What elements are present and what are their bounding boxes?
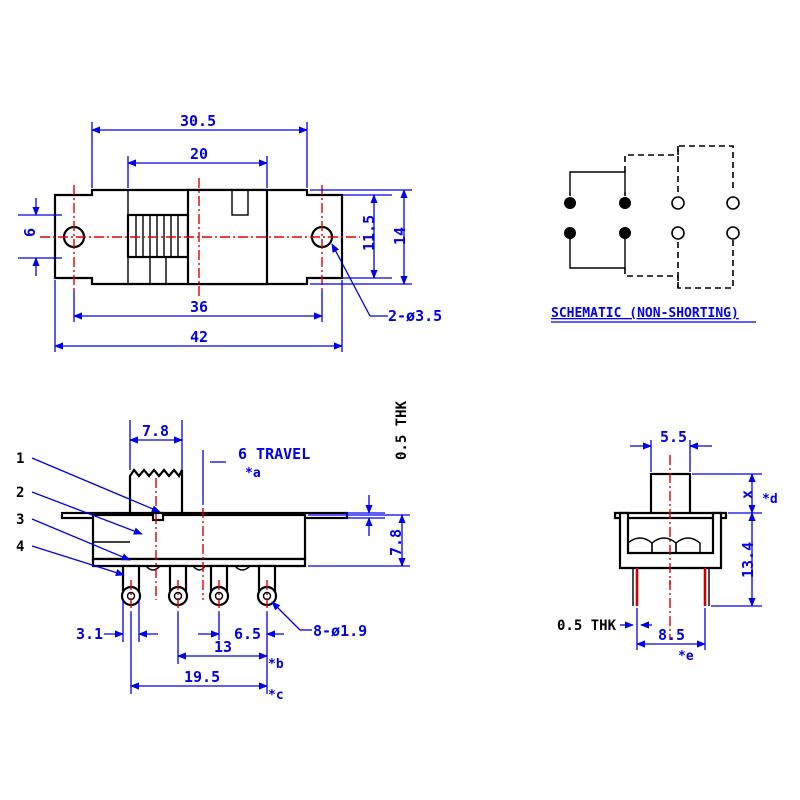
callout-4: 4 [16,539,24,555]
contact-open-3 [671,226,685,240]
end-body [618,511,723,570]
dim-pin-offset: 3.1 [76,625,103,643]
end-dim-knob-width: 5.5 [660,428,687,446]
contact-open-2 [726,196,740,210]
dim-hole-pitch: 36 [190,298,208,316]
slider-knob [126,213,190,259]
end-dim-pin-spacing: 8.5 [658,626,685,644]
contact-filled-1 [564,197,576,209]
note-e: *e [678,649,694,664]
label-mount-holes: 2-ø3.5 [388,307,442,325]
dim-knob-width: 7.8 [142,422,169,440]
dim-total-span: 19.5 [184,668,220,686]
contact-open-4 [726,226,740,240]
dim-total-length: 42 [190,328,208,346]
note-a: *a [245,466,261,481]
note-d: *d [762,492,778,507]
label-travel: 6 TRAVEL [238,445,310,463]
knob-ridges [135,215,179,257]
contact-open-1 [671,196,685,210]
callout-2: 2 [16,485,24,501]
contact-filled-2 [619,197,631,209]
dim-pin-span: 13 [214,638,232,656]
side-body [91,513,307,561]
contact-filled-4 [619,227,631,239]
end-view: 5.5 x *d 13.4 0.5 THK 8.5 *e [557,428,778,664]
schematic-title: SCHEMATIC (NON-SHORTING) [551,306,739,321]
side-view: 7.8 6 TRAVEL *a 0.5 THK 7.8 1 2 3 4 3.1 [16,400,410,703]
dim-inner-height: 11.5 [360,215,378,251]
schematic: SCHEMATIC (NON-SHORTING) [551,145,756,323]
dim-total-height: 14 [391,227,409,245]
side-pins [120,564,278,607]
dim-body-height: 7.8 [387,529,405,556]
end-dim-height: 13.4 [739,542,757,578]
note-b: *b [268,657,284,672]
dim-pin-pitch: 6.5 [234,625,261,643]
top-view: 30.5 20 36 42 6 11.5 14 2-ø3.5 [18,112,442,352]
dim-overall-span: 30.5 [180,112,216,130]
label-thickness-end: 0.5 THK [557,618,617,634]
callout-3: 3 [16,512,24,528]
label-pins: 8-ø1.9 [313,622,367,640]
label-thickness-side: 0.5 THK [394,400,410,460]
dim-slider-span: 20 [190,145,208,163]
end-dim-x: x [738,490,756,499]
callout-1: 1 [16,451,24,467]
note-c: *c [268,688,284,703]
dim-hole-height: 6 [21,228,39,237]
contact-filled-3 [564,227,576,239]
